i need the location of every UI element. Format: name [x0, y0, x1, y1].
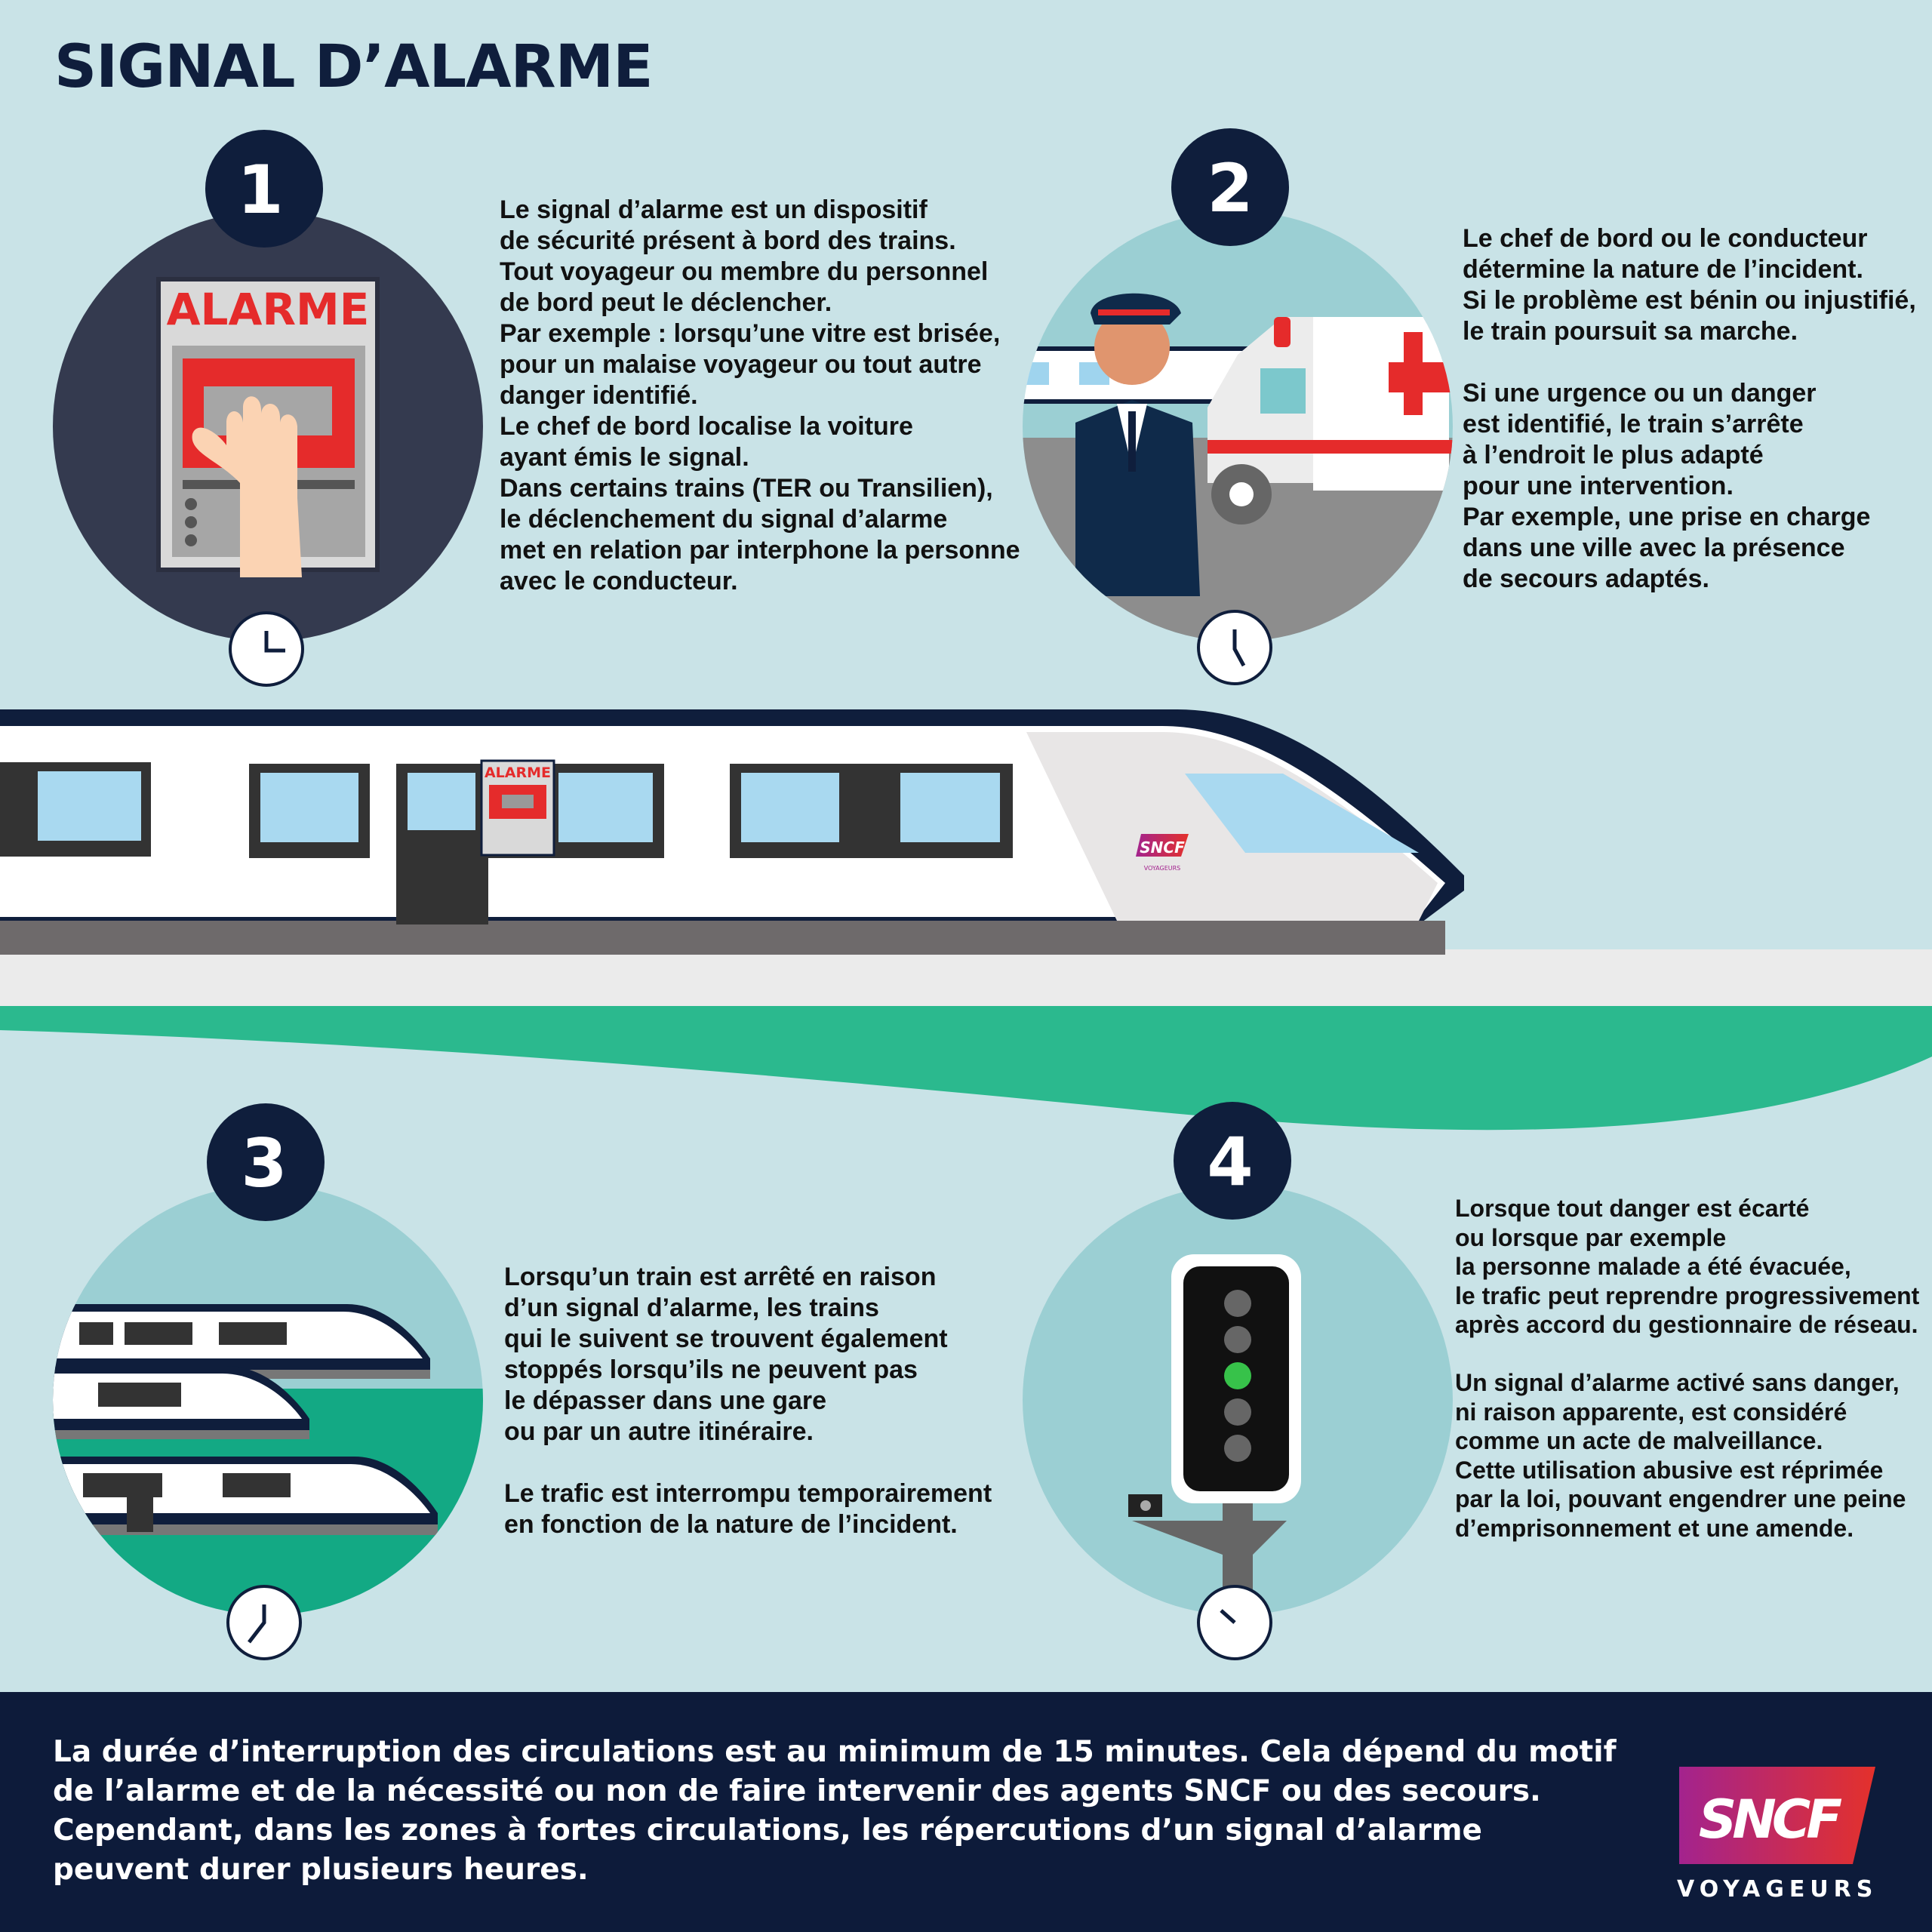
svg-text:VOYAGEURS: VOYAGEURS — [1144, 865, 1181, 872]
sncf-logo — [1136, 834, 1189, 857]
sncf-voyageurs-label: VOYAGEURS — [1677, 1876, 1878, 1903]
hand-icon — [192, 396, 302, 577]
step-2-number: 2 — [1207, 149, 1253, 227]
step-4-text: Lorsque tout danger est écarté ou lorsqu… — [1455, 1195, 1920, 1542]
step-3-text: Lorsqu’un train est arrêté en raison d’u… — [504, 1263, 992, 1539]
alarm-label: ALARME — [167, 284, 370, 335]
step-4-number: 4 — [1207, 1123, 1253, 1201]
train-illustration: ALARME SNCF VOYAGEURS — [0, 709, 1464, 955]
conductor-ambulance-illustration — [1023, 211, 1453, 685]
railway-signal-illustration — [1023, 1185, 1453, 1660]
step-2-text: Le chef de bord ou le conducteur détermi… — [1463, 224, 1916, 593]
step-badges: 1 2 3 4 — [205, 128, 1291, 1221]
sncf-logo: SNCF — [1679, 1767, 1875, 1864]
stopped-trains-illustration — [53, 1185, 483, 1660]
alarm-illustration: ALARME — [53, 211, 483, 687]
train-alarm-label: ALARME — [485, 764, 551, 781]
step-1-number: 1 — [237, 151, 283, 229]
page-title: SIGNAL D’ALARME — [54, 33, 653, 101]
svg-text:SNCF: SNCF — [1140, 838, 1185, 857]
step-3-number: 3 — [241, 1124, 287, 1202]
green-wave — [0, 1006, 1932, 1131]
green-light — [1224, 1362, 1251, 1389]
step-1-text: Le signal d’alarme est un dispositif de … — [500, 195, 1020, 595]
footer — [0, 1692, 1932, 1932]
conductor — [1075, 400, 1200, 596]
platform — [0, 949, 1932, 1006]
svg-text:SNCF: SNCF — [1699, 1789, 1841, 1850]
footer-text: La durée d’interruption des circulations… — [53, 1735, 1617, 1887]
